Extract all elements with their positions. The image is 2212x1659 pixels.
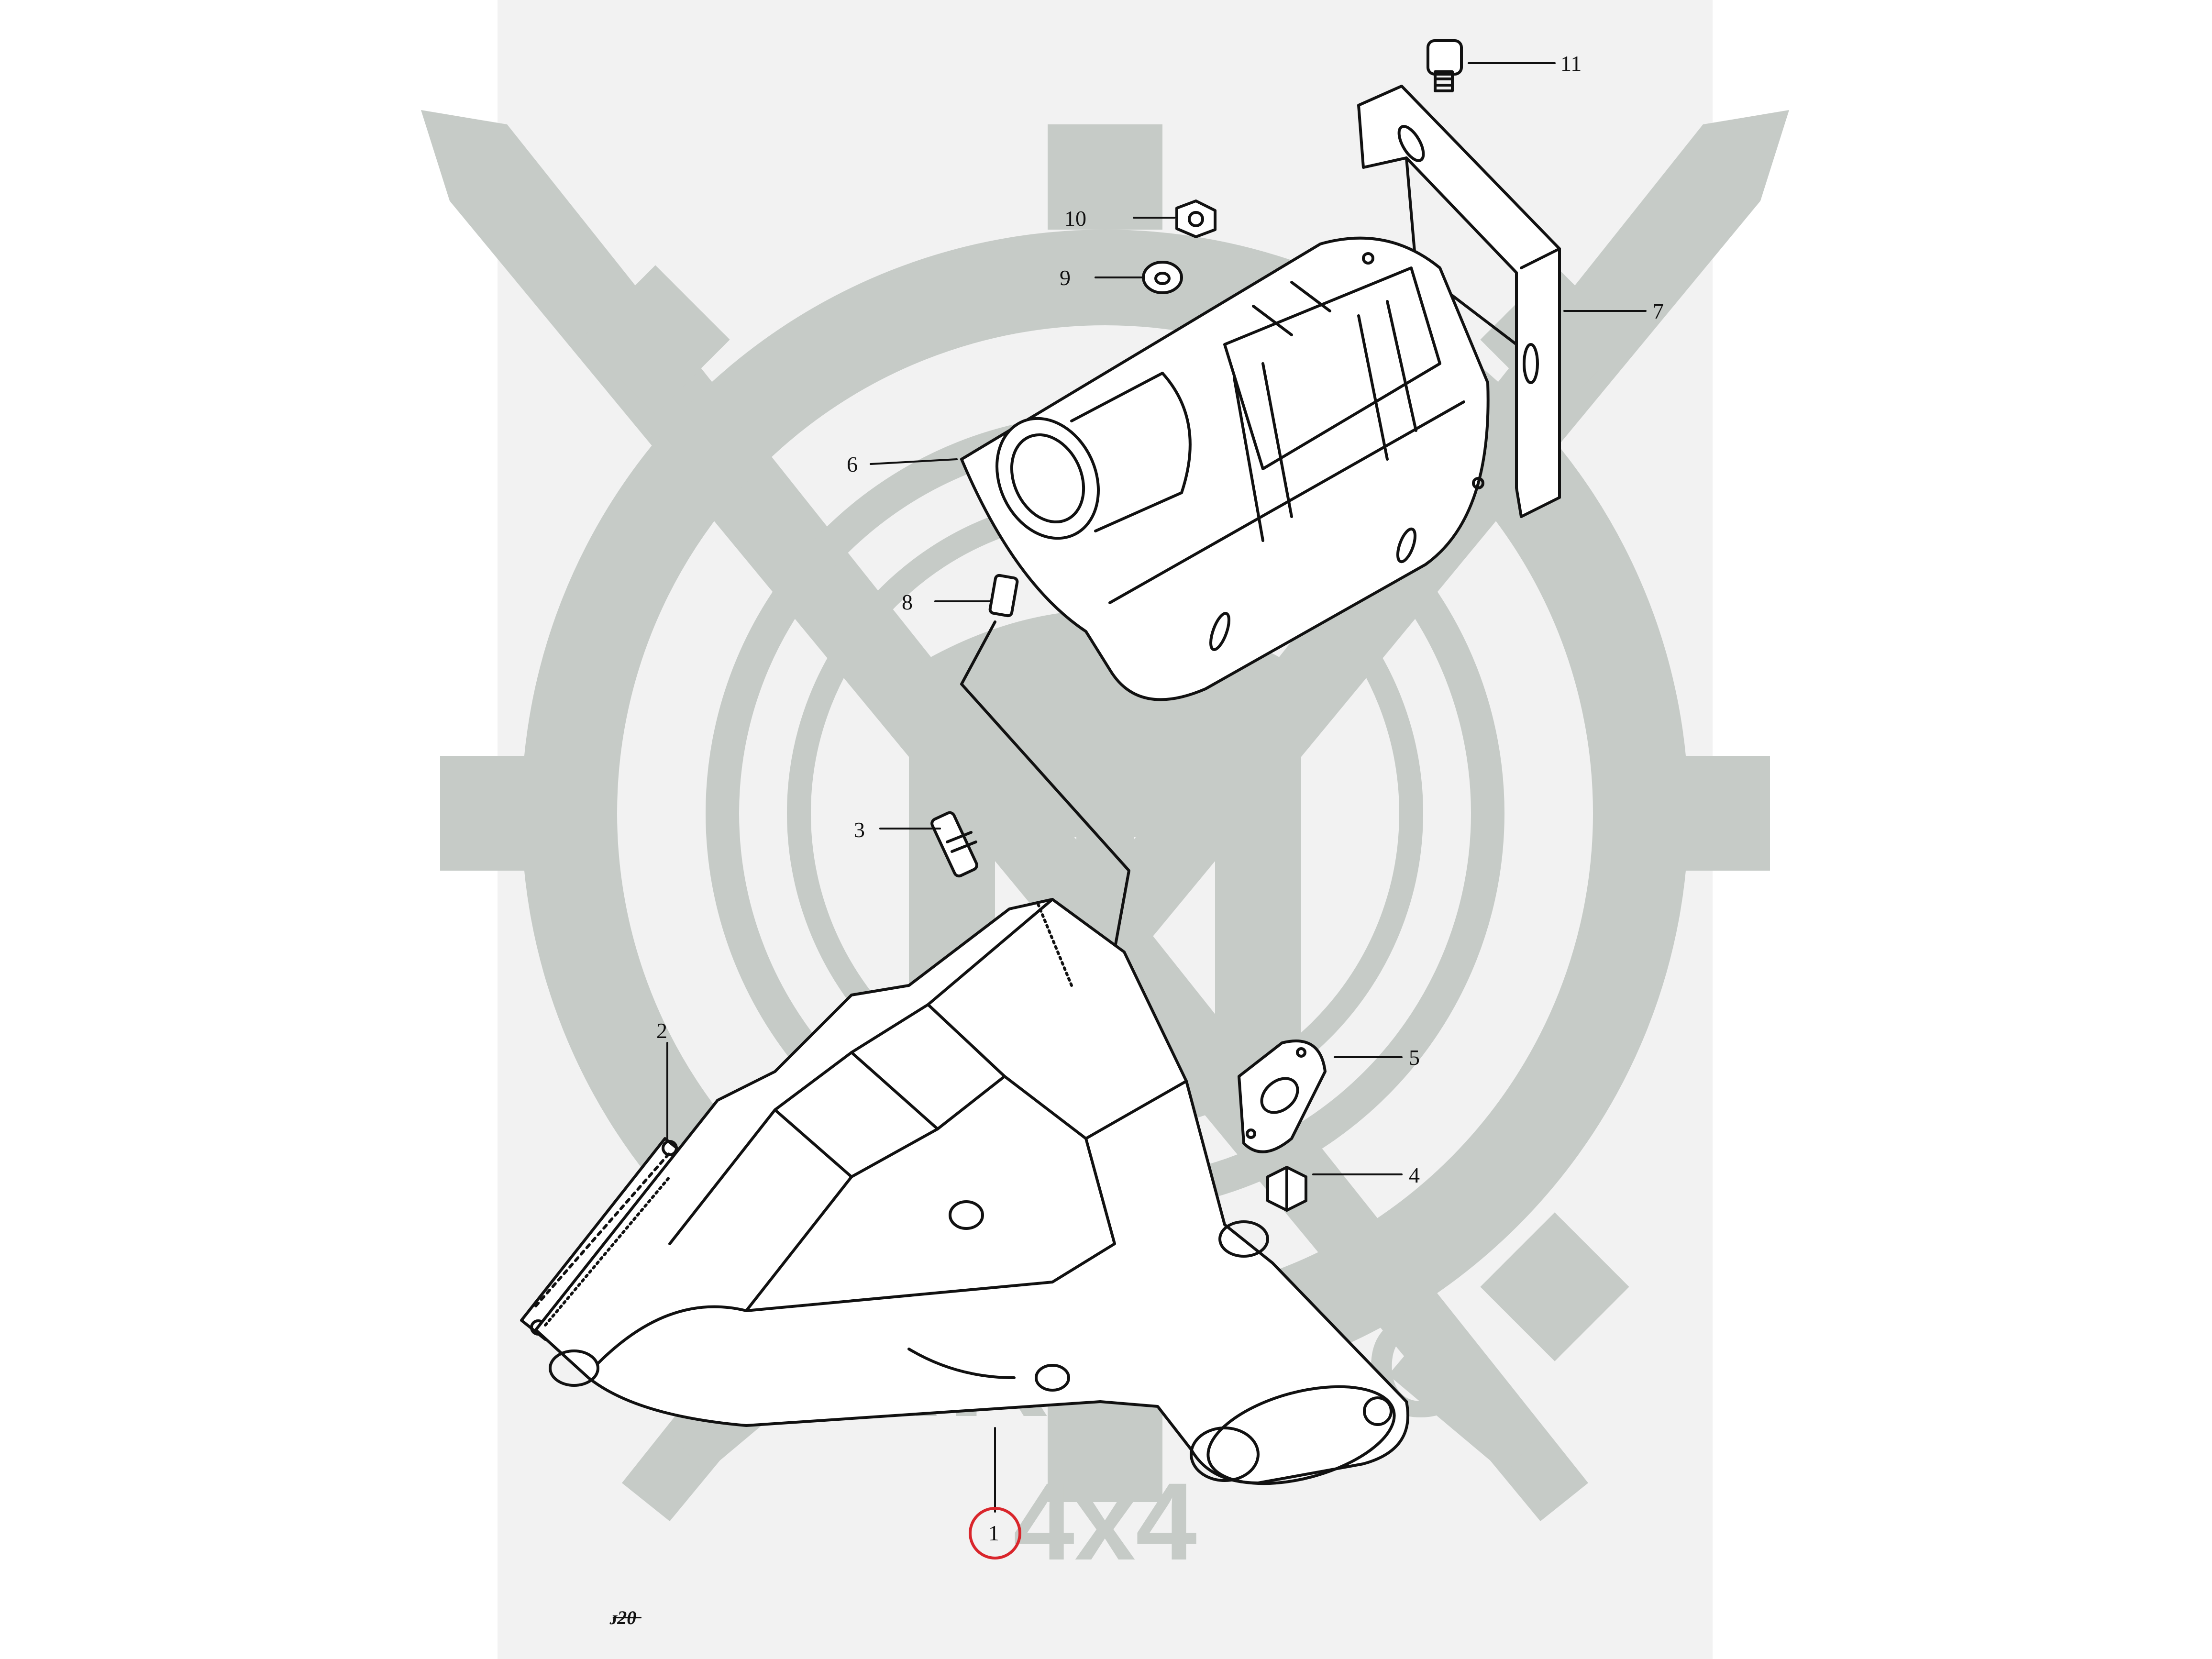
bolt-part-11	[1427, 39, 1463, 92]
callout-1: 1	[988, 1521, 999, 1545]
callout-3: 3	[854, 818, 865, 842]
nut-part-4	[1266, 1166, 1307, 1212]
watermark-gear-teeth	[440, 124, 1770, 1502]
callout-6: 6	[847, 452, 858, 476]
callout-10: 10	[1064, 206, 1086, 231]
nut-part-10	[1175, 199, 1217, 238]
callout-9: 9	[1060, 265, 1071, 290]
stud-part-3	[930, 811, 978, 878]
leader-lines	[666, 62, 1647, 1513]
callout-7: 7	[1653, 299, 1664, 323]
callout-2: 2	[656, 1018, 667, 1043]
corner-stamp-text: ᴊ̶2̶0̶	[609, 1607, 641, 1628]
callout-labels: 11 10 9 7 6 8 3 2 5 4 1	[656, 51, 1664, 1545]
leader-6	[870, 458, 958, 465]
bracket-part-7	[1357, 85, 1561, 518]
callout-11: 11	[1560, 51, 1582, 76]
heat-shield-part-6	[960, 236, 1490, 701]
callout-4: 4	[1409, 1163, 1420, 1187]
corner-stamp: ᴊ̶2̶0̶	[609, 1607, 641, 1628]
flange-gasket-part-5	[1238, 1040, 1327, 1153]
callout-5: 5	[1409, 1045, 1420, 1070]
exhaust-manifold-part-1	[534, 898, 1410, 1485]
highlight-circle	[969, 1507, 1021, 1559]
watermark-subbrand: 4x4	[1013, 1460, 1197, 1583]
callout-8: 8	[902, 590, 913, 614]
washer-part-9	[1142, 261, 1183, 294]
